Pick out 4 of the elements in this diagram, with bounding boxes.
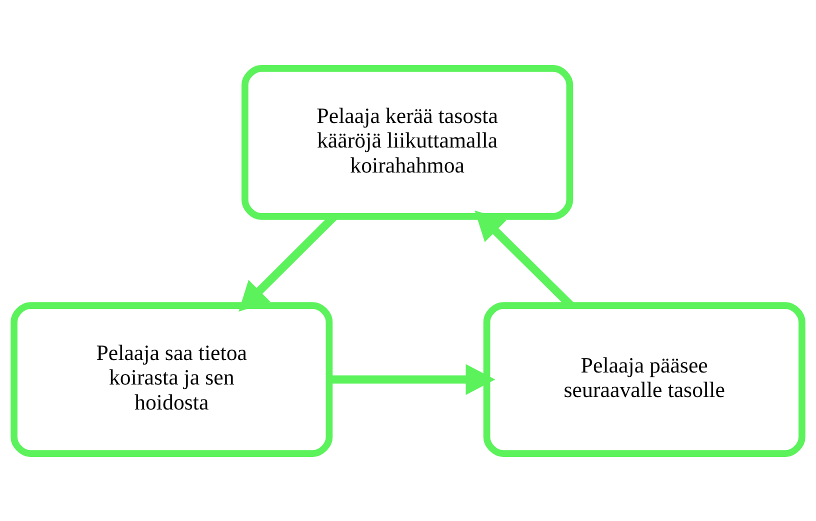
node-box: Pelaaja saa tietoa koirasta ja sen hoidosta [10,302,333,456]
node-box: Pelaaja pääsee seuraavalle tasolle [483,302,806,456]
node-box: Pelaaja kerää tasosta kääröjä liikuttamalla koirahahmoa [242,64,574,220]
arrow [330,364,496,394]
